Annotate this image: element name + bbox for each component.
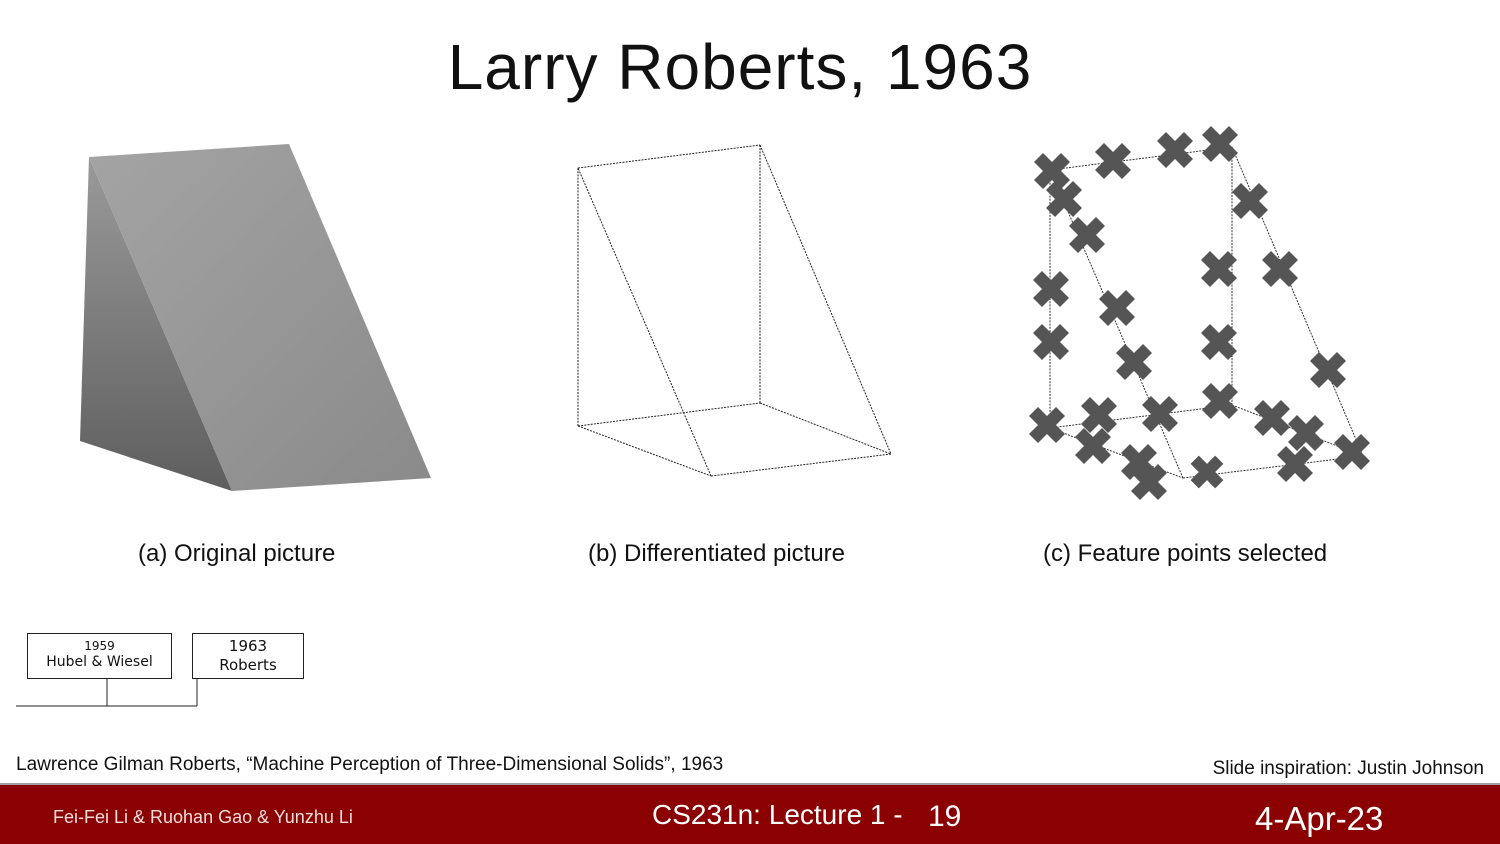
feature-point-marker: [1157, 132, 1193, 168]
timeline-box-roberts: 1963 Roberts: [192, 633, 304, 679]
differentiated-wireframe-figure: [577, 144, 892, 477]
feature-point-marker: [1262, 251, 1298, 287]
timeline-name: Hubel & Wiesel: [46, 654, 153, 670]
feature-point-marker: [1046, 181, 1082, 217]
feature-point-marker: [1190, 455, 1224, 489]
feature-point-marker: [1081, 397, 1117, 433]
original-wedge-figure: [80, 144, 431, 491]
footer-lecture: CS231n: Lecture 1 -: [652, 799, 903, 830]
footer-date: 4-Apr-23: [1255, 800, 1384, 837]
feature-point-marker: [1095, 143, 1131, 179]
slide-credit: Slide inspiration: Justin Johnson: [1212, 758, 1484, 779]
feature-point-marker: [1075, 428, 1111, 464]
timeline-connector: [16, 679, 198, 707]
feature-point-marker: [1033, 271, 1069, 307]
timeline-box-hubel-wiesel: 1959 Hubel & Wiesel: [27, 633, 172, 679]
feature-point-marker: [1034, 153, 1070, 189]
feature-point-marker: [1334, 434, 1370, 470]
feature-point-marker: [1277, 446, 1313, 482]
feature-point-marker: [1310, 352, 1346, 388]
timeline-year: 1963: [228, 637, 268, 655]
feature-point-marker: [1033, 324, 1069, 360]
feature-point-marker: [1254, 400, 1290, 436]
feature-point-marker: [1142, 396, 1178, 432]
feature-point-marker: [1029, 407, 1065, 443]
feature-point-marker: [1201, 324, 1237, 360]
footer-page-number: 19: [928, 800, 962, 833]
timeline-year: 1959: [84, 639, 115, 653]
caption-feature-points: (c) Feature points selected: [1043, 540, 1328, 567]
caption-original-picture: (a) Original picture: [138, 540, 336, 567]
reference-citation: Lawrence Gilman Roberts, “Machine Percep…: [16, 754, 724, 775]
slide-footer: Fei-Fei Li & Ruohan Gao & Yunzhu Li CS23…: [0, 783, 1500, 844]
feature-point-marker: [1288, 415, 1324, 451]
feature-point-marker: [1116, 344, 1152, 380]
feature-point-marker: [1202, 383, 1238, 419]
footer-authors: Fei-Fei Li & Ruohan Gao & Yunzhu Li: [53, 807, 353, 827]
feature-points-figure: [1029, 126, 1370, 500]
timeline-name: Roberts: [219, 655, 277, 674]
feature-point-marker: [1099, 290, 1135, 326]
slide-title: Larry Roberts, 1963: [447, 31, 1033, 103]
caption-differentiated-picture: (b) Differentiated picture: [588, 540, 846, 567]
feature-point-marker: [1202, 126, 1238, 162]
feature-point-marker: [1069, 217, 1105, 253]
